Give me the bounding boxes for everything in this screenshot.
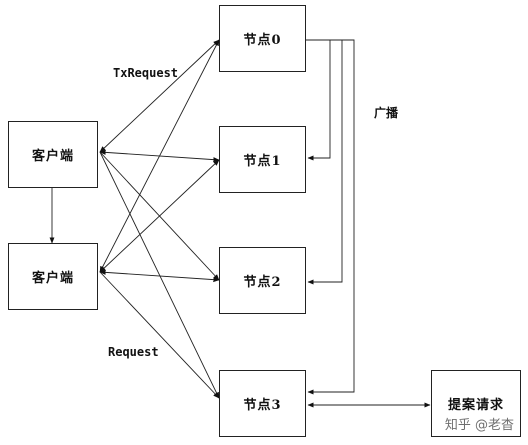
edge-client-b-node1	[99, 159, 220, 273]
node-box-1-label: 节点1	[243, 154, 282, 169]
client-box-b: 客户端	[8, 243, 98, 310]
broadcast-to-node2	[306, 39, 343, 285]
proposal-box: 提案请求	[431, 370, 521, 437]
node-box-3-label: 节点3	[243, 398, 282, 413]
proposal-box-label: 提案请求	[447, 398, 504, 413]
node-box-1: 节点1	[219, 126, 306, 193]
node-box-2-label: 节点2	[243, 275, 282, 290]
node-box-3: 节点3	[219, 370, 306, 437]
edge-client-a-node0	[99, 39, 220, 153]
edge-client-b-node3	[99, 271, 220, 399]
edge-client-a-node3	[99, 151, 220, 399]
node-box-0: 节点0	[219, 5, 306, 72]
broadcast-to-node3	[306, 39, 355, 395]
broadcast-to-node1	[306, 39, 331, 161]
node-box-0-label: 节点0	[243, 33, 282, 48]
tx-request-label: TxRequest	[113, 66, 179, 80]
watermark: 知乎 @老杳	[444, 418, 514, 433]
client-box-a-label: 客户端	[31, 149, 74, 164]
client-box-a: 客户端	[8, 121, 98, 188]
node-box-2: 节点2	[219, 247, 306, 314]
broadcast-label: 广播	[374, 106, 399, 120]
edge-client-b-node2	[99, 269, 220, 283]
request-label: Request	[108, 345, 159, 359]
client-box-b-label: 客户端	[31, 271, 74, 286]
